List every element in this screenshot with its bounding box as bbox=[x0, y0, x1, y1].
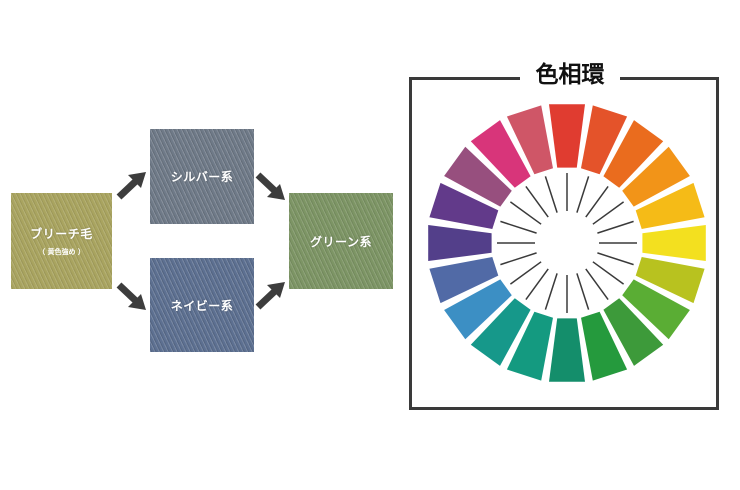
arrow-bleach-to-navy bbox=[116, 282, 146, 310]
color-wheel-spoke bbox=[576, 176, 590, 213]
arrow-navy-to-green bbox=[255, 282, 285, 310]
green-label: グリーン系 bbox=[310, 234, 372, 249]
color-wheel-segment bbox=[444, 279, 512, 340]
color-wheel-segment bbox=[581, 311, 628, 381]
color-wheel-segment bbox=[581, 105, 628, 175]
color-wheel-segment bbox=[635, 182, 705, 229]
color-wheel-spoke bbox=[544, 273, 558, 310]
color-wheel-segment bbox=[603, 120, 664, 188]
color-wheel-spoke bbox=[585, 268, 609, 301]
bleach-hair-note: （ 黄色強め ） bbox=[38, 248, 85, 256]
color-wheel-segment bbox=[470, 120, 531, 188]
color-wheel-spoke bbox=[525, 185, 549, 218]
silver-label: シルバー系 bbox=[170, 170, 234, 184]
color-wheel-center-lines bbox=[497, 173, 637, 313]
green-swatch: グリーン系 bbox=[289, 193, 393, 289]
color-wheel-segment bbox=[635, 257, 705, 304]
color-wheel-segment bbox=[622, 146, 690, 207]
color-wheel-spoke bbox=[597, 220, 634, 234]
color-wheel-segment bbox=[549, 104, 585, 168]
bleach-hair-swatch: ブリーチ毛 （ 黄色強め ） bbox=[11, 193, 112, 289]
color-wheel-segment bbox=[444, 146, 512, 207]
silver-swatch: シルバー系 bbox=[150, 129, 254, 224]
color-wheel-spoke bbox=[597, 252, 634, 266]
bleach-hair-label: ブリーチ毛 bbox=[30, 227, 93, 241]
color-wheel-spoke bbox=[592, 261, 625, 285]
color-wheel-spoke bbox=[500, 252, 537, 266]
color-wheel-segment bbox=[429, 182, 499, 229]
color-wheel-spoke bbox=[525, 268, 549, 301]
navy-swatch: ネイビー系 bbox=[150, 258, 254, 352]
color-wheel-spoke bbox=[592, 201, 625, 225]
color-wheel-segment bbox=[622, 279, 690, 340]
color-wheel-spoke bbox=[509, 201, 542, 225]
arrow-silver-to-green bbox=[255, 172, 285, 200]
color-wheel-segment bbox=[506, 311, 553, 381]
arrow-bleach-to-silver bbox=[116, 172, 146, 200]
color-wheel-spoke bbox=[544, 176, 558, 213]
color-wheel-spoke bbox=[576, 273, 590, 310]
color-wheel-spoke bbox=[509, 261, 542, 285]
color-wheel-segment bbox=[428, 225, 492, 261]
navy-label: ネイビー系 bbox=[170, 298, 234, 313]
color-wheel-segment bbox=[642, 225, 706, 261]
color-wheel-segment bbox=[429, 257, 499, 304]
color-wheel-segment bbox=[470, 298, 531, 366]
color-wheel-title: 色相環 bbox=[520, 58, 620, 92]
color-wheel-segments bbox=[428, 104, 706, 382]
color-wheel-segment bbox=[549, 318, 585, 382]
color-wheel-spoke bbox=[500, 220, 537, 234]
color-wheel-segment bbox=[603, 298, 664, 366]
color-wheel-spoke bbox=[585, 185, 609, 218]
color-wheel-segment bbox=[506, 105, 553, 175]
